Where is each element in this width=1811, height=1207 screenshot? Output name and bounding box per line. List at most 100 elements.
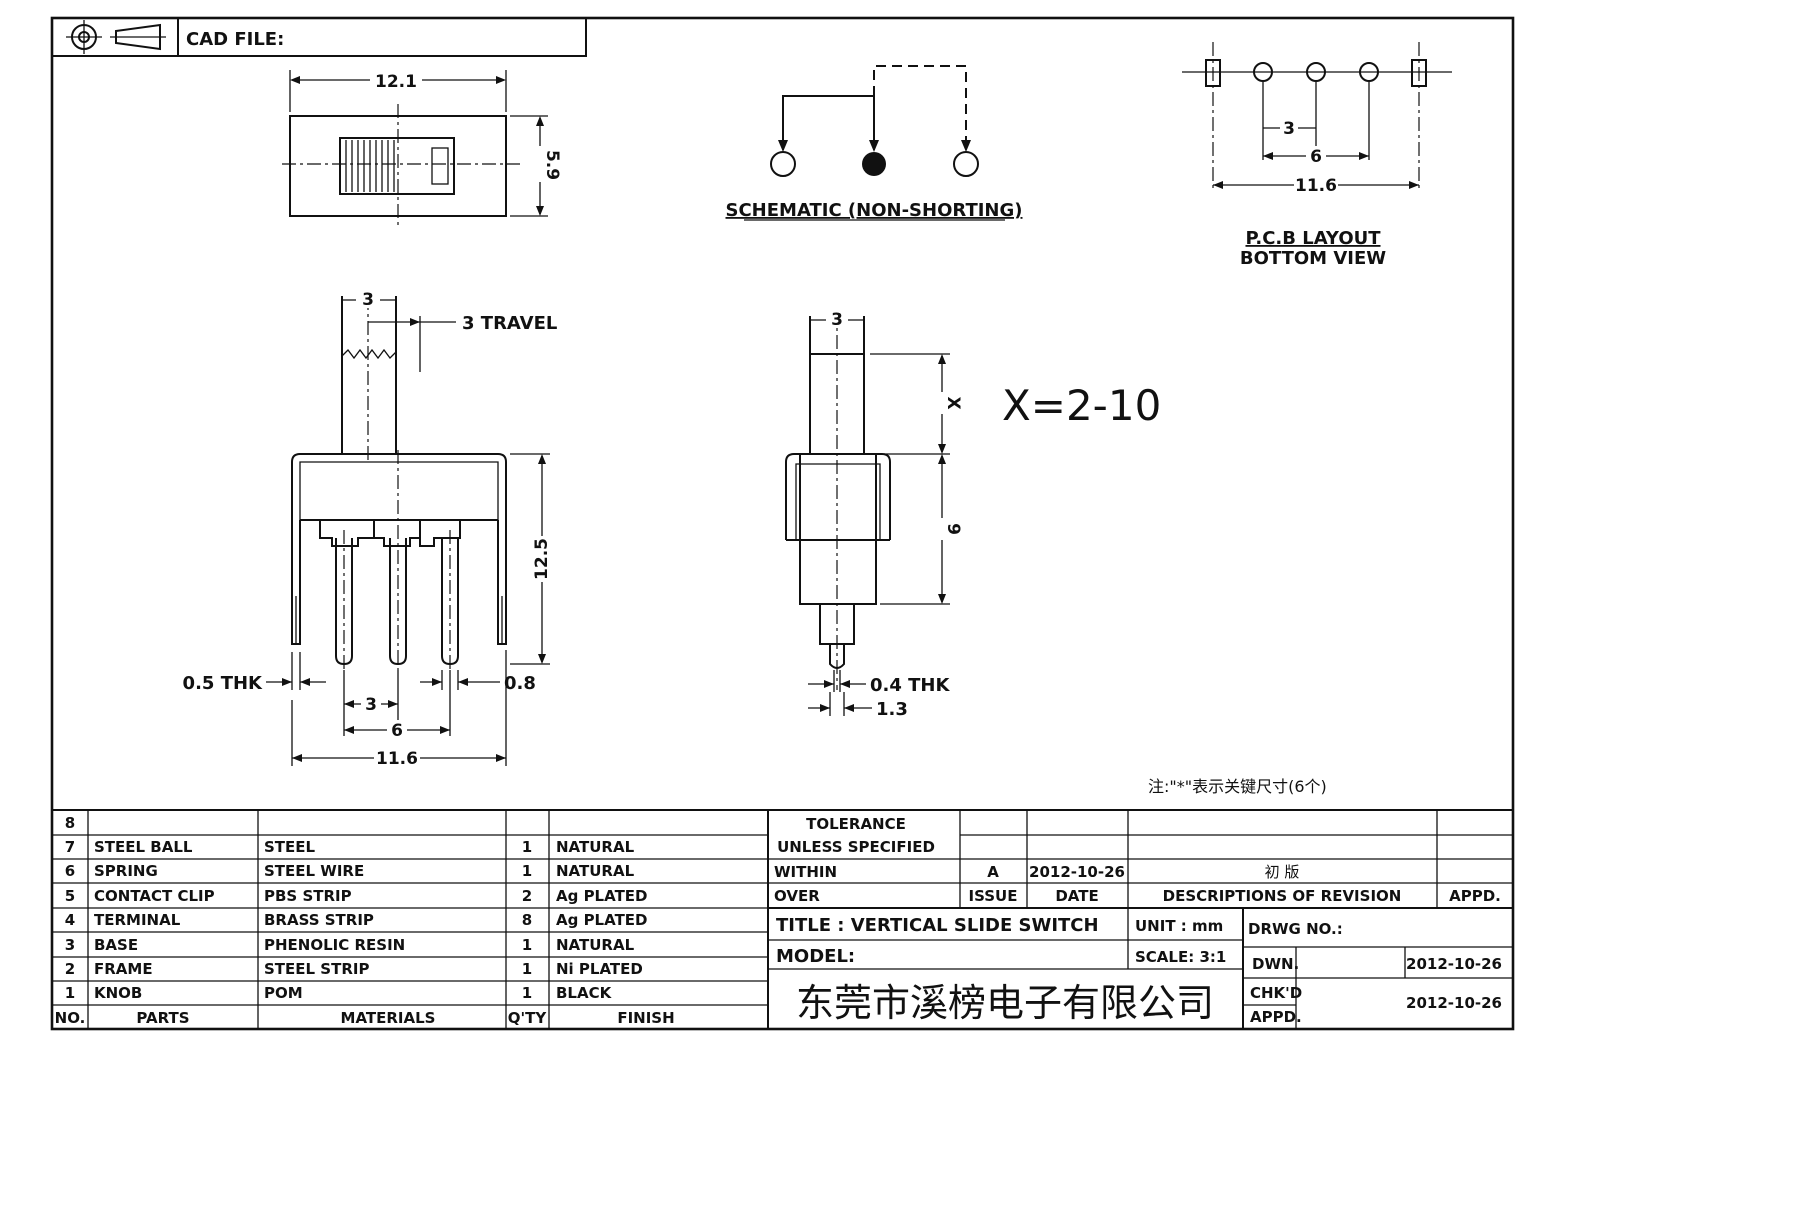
bom-qty: 1 [522,862,532,880]
key-dimension-note: 注:"*"表示关键尺寸(6个) [1148,777,1327,796]
bom-material: BRASS STRIP [264,911,374,929]
bom-qty: 1 [522,984,532,1002]
front-view: 3 3 TRAVEL 12.5 [183,290,557,769]
bom-material: STEEL WIRE [264,862,364,880]
bom-qty: 2 [522,887,532,905]
bom-header-no: NO. [55,1009,86,1027]
bom-header-qty: Q'TY [508,1009,548,1027]
bom-table: 8 7 STEEL BALL STEEL 1 NATURAL 6 SPRING … [52,809,1513,1029]
front-total-dim: 11.6 [376,749,418,769]
terminal-circle [770,151,796,177]
revision-header-description: DESCRIPTIONS OF REVISION [1163,887,1402,905]
bom-finish: BLACK [556,984,613,1002]
bom-header-materials: MATERIALS [341,1009,436,1027]
bom-no: 8 [65,814,75,832]
common-terminal-circle [862,152,886,176]
bom-qty: 1 [522,960,532,978]
unit-label: UNIT : mm [1135,917,1223,935]
bom-finish: NATURAL [556,862,635,880]
revision-header-appd: APPD. [1449,887,1501,905]
header-box: CAD FILE: [51,17,587,57]
revision-description: 初 版 [1265,863,1300,881]
bom-part: SPRING [94,862,158,880]
bom-part: BASE [94,936,138,954]
bom-part: KNOB [94,984,142,1002]
front-actuator-width: 3 [362,290,374,310]
side-actuator-width: 3 [831,310,843,330]
bom-part: STEEL BALL [94,838,193,856]
front-pitch-dim: 3 [365,695,377,715]
bom-part: CONTACT CLIP [94,887,215,905]
front-travel: 3 TRAVEL [462,313,557,334]
sheet-border [50,16,1515,1031]
bom-material: POM [264,984,303,1002]
title-block: TITLE : VERTICAL SLIDE SWITCH UNIT : mm … [768,908,1513,1029]
bom-header-parts: PARTS [136,1009,189,1027]
pcb-dim-3: 3 [1283,119,1295,139]
side-height-x: X [943,396,963,409]
pcb-layout-subtitle: BOTTOM VIEW [1240,248,1386,269]
front-height-dim: 12.5 [532,538,552,580]
front-mid-dim: 6 [391,721,403,741]
top-view: 12.1 5.9 [282,70,562,226]
revision-header-issue: ISSUE [969,887,1018,905]
drawing-sheet: CAD FILE: 12.1 5.9 [50,16,1515,1031]
dwn-date: 2012-10-26 [1406,955,1502,973]
drwg-no-label: DRWG NO.: [1248,920,1343,938]
pcb-dim-11-6: 11.6 [1295,176,1337,196]
revision-block: TOLERANCE UNLESS SPECIFIED WITHIN OVER A… [768,810,1513,909]
bom-header-finish: FINISH [617,1009,674,1027]
bom-no: 3 [65,936,75,954]
bom-finish: Ag PLATED [556,887,648,905]
model-label: MODEL: [776,946,855,967]
tolerance-within: WITHIN [774,863,837,881]
bom-finish: Ag PLATED [556,911,648,929]
x-formula: X=2-10 [1002,381,1161,430]
schematic: SCHEMATIC (NON-SHORTING) [726,65,1023,221]
tolerance-subtitle: UNLESS SPECIFIED [777,838,935,856]
pcb-dim-6: 6 [1310,147,1322,167]
side-body-height: 9 [943,523,963,535]
bom-no: 4 [65,911,75,929]
scale-label: SCALE: 3:1 [1135,948,1226,966]
top-width-dim: 12.1 [375,72,417,92]
tolerance-title: TOLERANCE [806,815,906,833]
revision-date: 2012-10-26 [1029,863,1125,881]
bom-no: 1 [65,984,75,1002]
bom-qty: 8 [522,911,532,929]
bom-material: STEEL STRIP [264,960,369,978]
pcb-layout: 3 6 11.6 P.C.B LAYOUT BOTTOM VIEW [1182,42,1452,269]
bom-no: 6 [65,862,75,880]
cad-file-label: CAD FILE: [186,29,284,50]
bom-material: STEEL [264,838,316,856]
bom-part: FRAME [94,960,153,978]
revision-issue: A [987,863,999,881]
revision-header-date: DATE [1055,887,1098,905]
bom-qty: 1 [522,936,532,954]
dwn-label: DWN. [1252,955,1299,973]
drawing-title: TITLE : VERTICAL SLIDE SWITCH [776,915,1099,936]
appd-label: APPD. [1250,1008,1302,1026]
bom-finish: Ni PLATED [556,960,643,978]
bom-no: 7 [65,838,75,856]
side-thickness: 0.4 THK [870,675,950,696]
third-angle-projection-icon [66,20,166,54]
chkd-label: CHK'D [1250,984,1302,1002]
terminal-circle [953,151,979,177]
bom-no: 5 [65,887,75,905]
bom-material: PBS STRIP [264,887,352,905]
bom-finish: NATURAL [556,936,635,954]
bom-qty: 1 [522,838,532,856]
bom-no: 2 [65,960,75,978]
schematic-label: SCHEMATIC (NON-SHORTING) [726,200,1023,221]
side-view: 3 X 9 0.4 THK 1.3 [785,310,1161,720]
company-name: 东莞市溪榜电子有限公司 [796,981,1214,1025]
side-pin-width: 1.3 [876,699,908,720]
bom-part: TERMINAL [94,911,181,929]
top-height-dim: 5.9 [542,150,562,180]
bom-material: PHENOLIC RESIN [264,936,405,954]
tolerance-over: OVER [774,887,820,905]
pcb-layout-title: P.C.B LAYOUT [1245,228,1381,249]
bom-finish: NATURAL [556,838,635,856]
front-thickness: 0.5 THK [183,673,263,694]
